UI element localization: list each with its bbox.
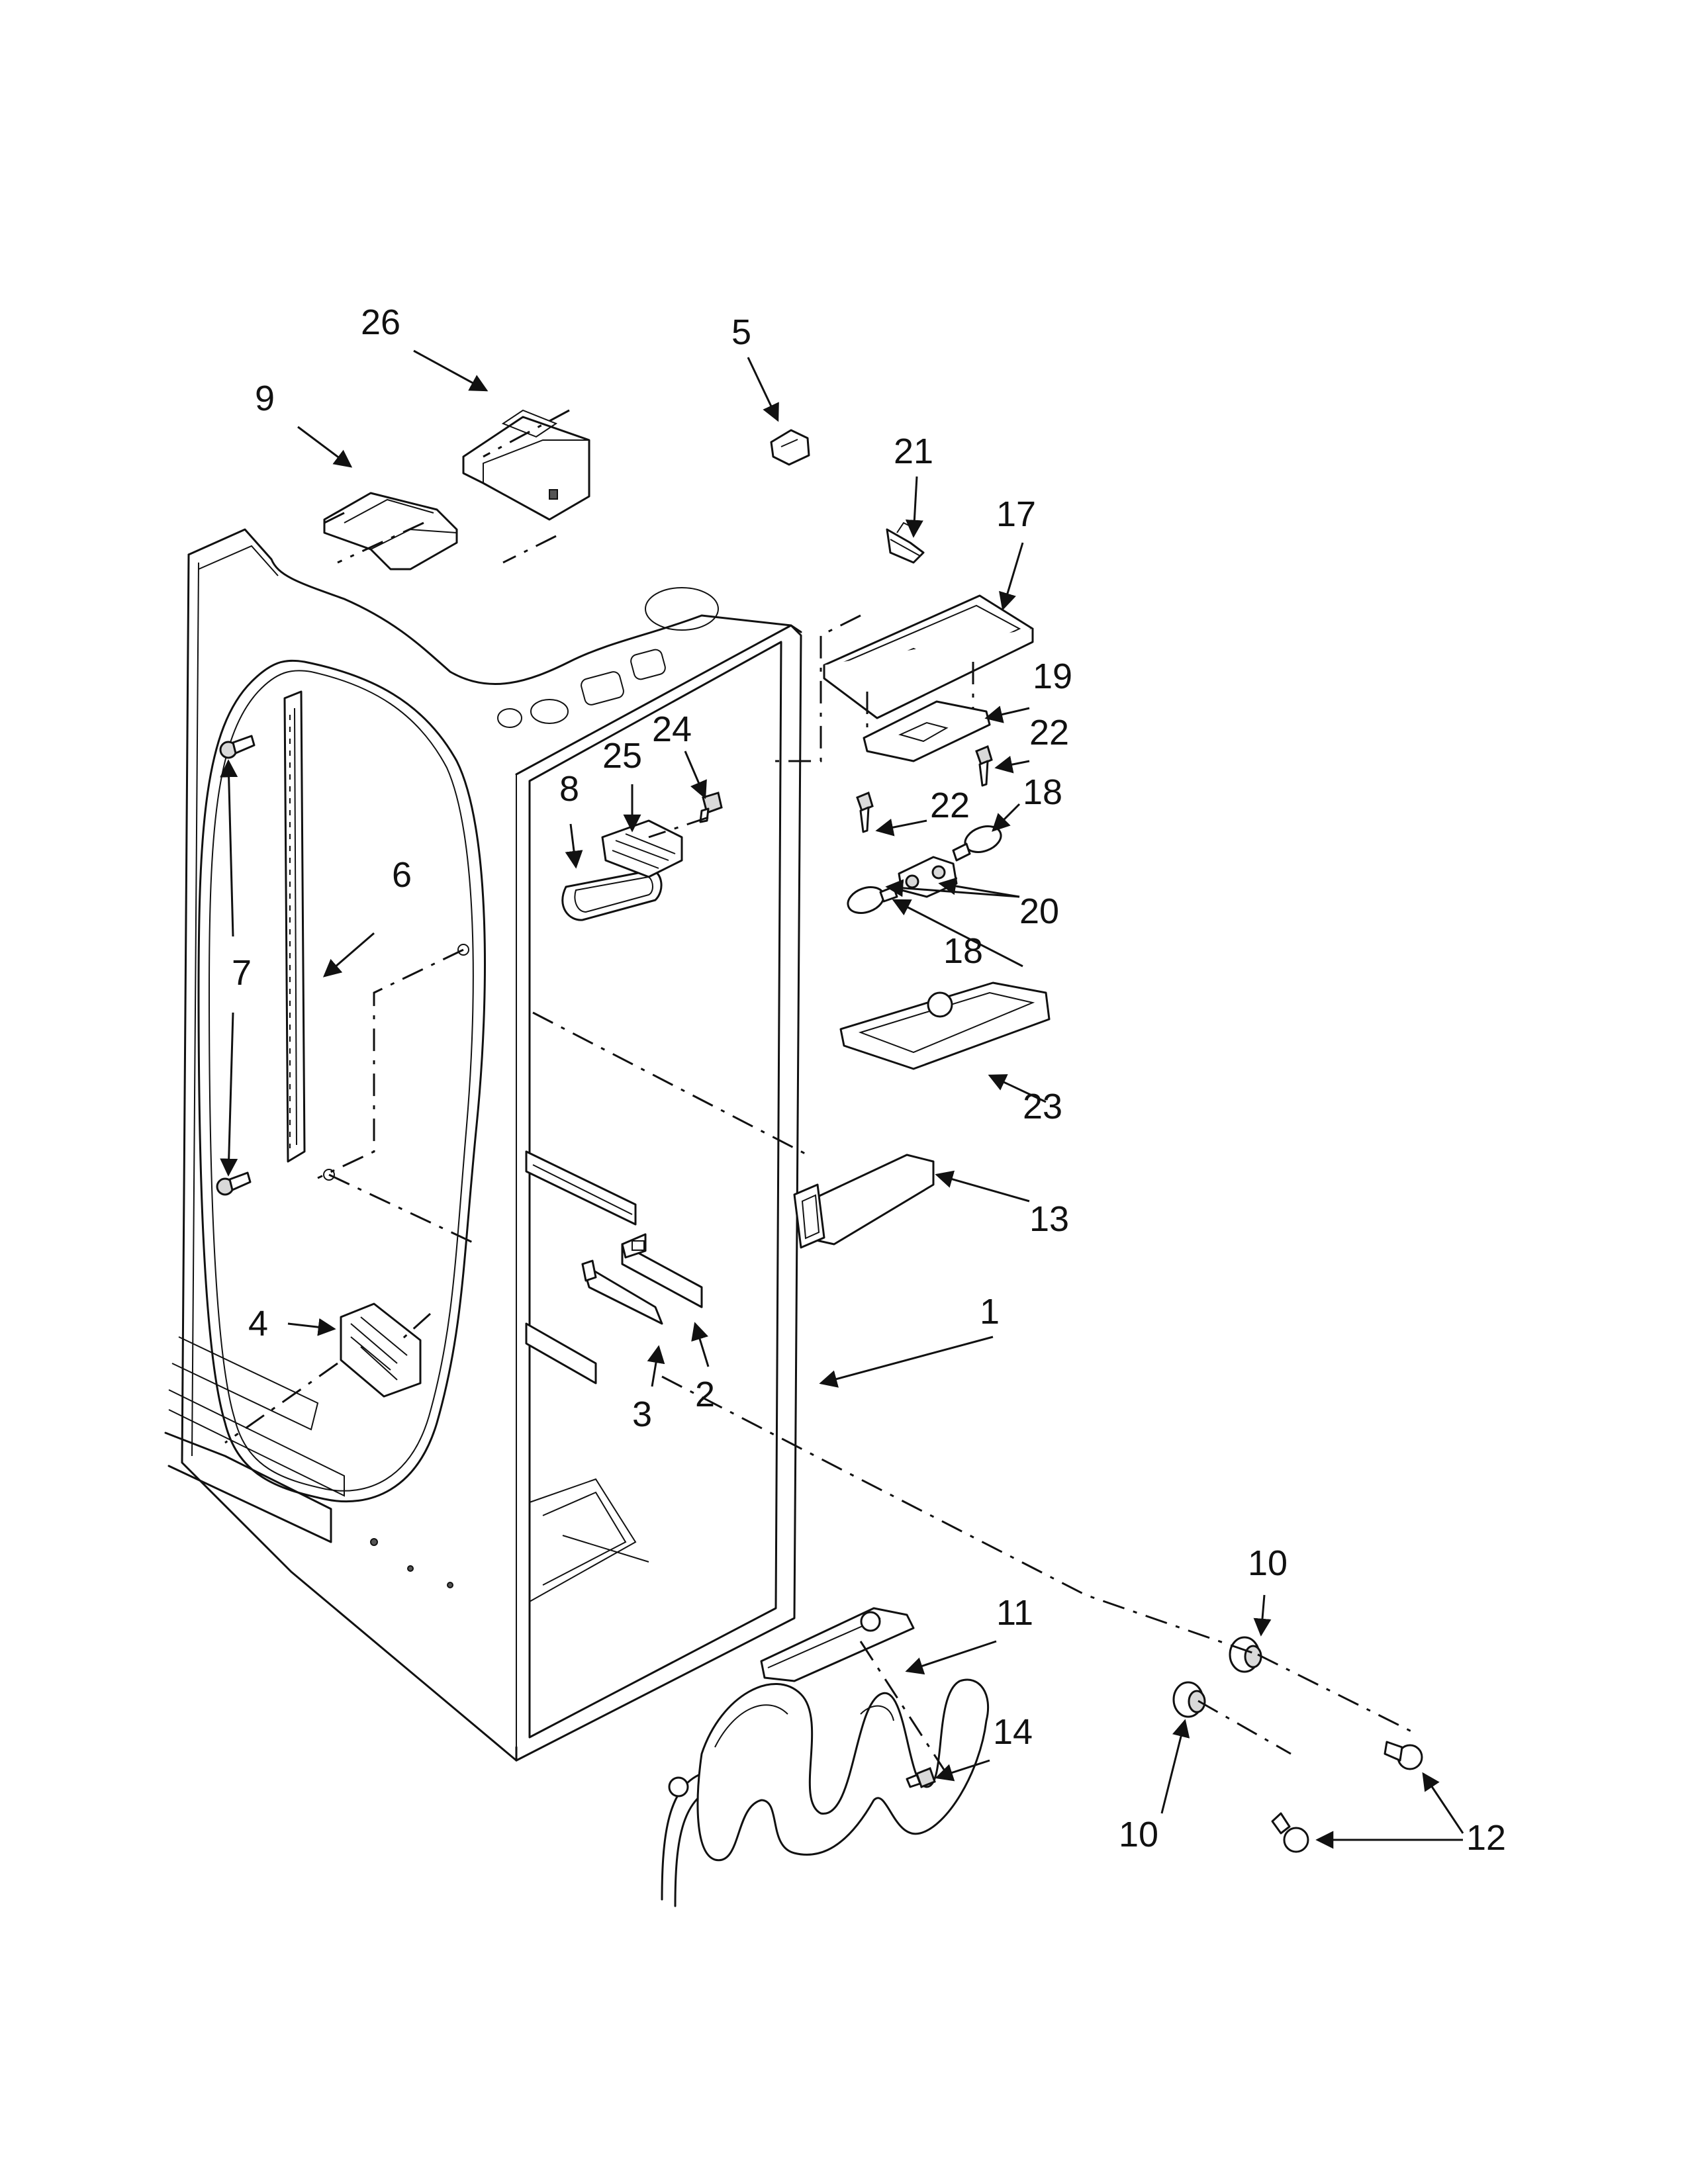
vent-screw [699, 792, 723, 823]
vent-grille [601, 819, 683, 878]
drain-plug-lower [1271, 1812, 1309, 1853]
callout-5: 5 [731, 312, 751, 352]
cabinet-liner [164, 528, 802, 1762]
callout-19: 19 [1033, 657, 1072, 696]
callout-18b: 18 [943, 931, 983, 971]
callout-25: 25 [602, 736, 642, 776]
callout-22a: 22 [1029, 713, 1069, 752]
callout-1: 1 [980, 1292, 1000, 1332]
callout-14: 14 [993, 1712, 1033, 1752]
assembly-lines [224, 409, 1417, 1774]
shelf-ladder-rail [283, 690, 306, 1163]
callout-20: 20 [1019, 891, 1059, 931]
callout-21: 21 [894, 432, 933, 471]
callout-22b: 22 [930, 786, 970, 825]
callout-labels: 1 2 3 4 5 6 7 8 9 10 10 11 12 13 14 17 1… [232, 302, 1506, 1858]
callout-10b: 10 [1119, 1815, 1158, 1854]
drain-grommet-lower [1172, 1681, 1206, 1718]
wire-harness-connector [886, 522, 925, 564]
light-bulb-upper [952, 825, 1002, 862]
shelf-bracket-short [581, 1259, 663, 1325]
drain-plug-upper [1383, 1741, 1423, 1770]
evaporator-screw [906, 1767, 936, 1788]
callout-12: 12 [1466, 1818, 1506, 1858]
callout-9: 9 [255, 379, 275, 418]
lens-screw-right [975, 745, 993, 787]
control-housing [323, 492, 458, 570]
callout-7: 7 [232, 953, 252, 993]
screw-lower [216, 1171, 252, 1196]
callout-11: 11 [996, 1593, 1033, 1633]
screw-upper [219, 735, 256, 759]
light-housing-frame [823, 594, 1034, 719]
callout-26: 26 [361, 302, 400, 342]
control-bracket [462, 409, 590, 521]
callout-18a: 18 [1023, 772, 1062, 812]
callout-10a: 10 [1248, 1543, 1288, 1583]
callout-4: 4 [248, 1304, 268, 1343]
light-cover [839, 981, 1051, 1070]
callout-6: 6 [392, 855, 412, 895]
callout-13: 13 [1029, 1199, 1069, 1239]
damper-assembly [340, 1302, 422, 1398]
leader-lines [220, 349, 1464, 1849]
light-switch-clip [770, 429, 810, 466]
callout-8: 8 [559, 769, 579, 809]
temperature-control-panel [561, 869, 663, 921]
evaporator-coil [661, 1607, 990, 1907]
callout-17: 17 [996, 494, 1036, 534]
callout-23: 23 [1023, 1087, 1062, 1126]
air-duct [793, 1154, 935, 1249]
drain-grommet-upper [1229, 1636, 1262, 1673]
callout-2: 2 [695, 1375, 715, 1414]
lens-screw-left [856, 791, 874, 833]
callout-24: 24 [652, 709, 692, 749]
shelf-bracket-long [621, 1233, 703, 1308]
callout-3: 3 [632, 1394, 652, 1434]
light-lens [863, 700, 991, 762]
